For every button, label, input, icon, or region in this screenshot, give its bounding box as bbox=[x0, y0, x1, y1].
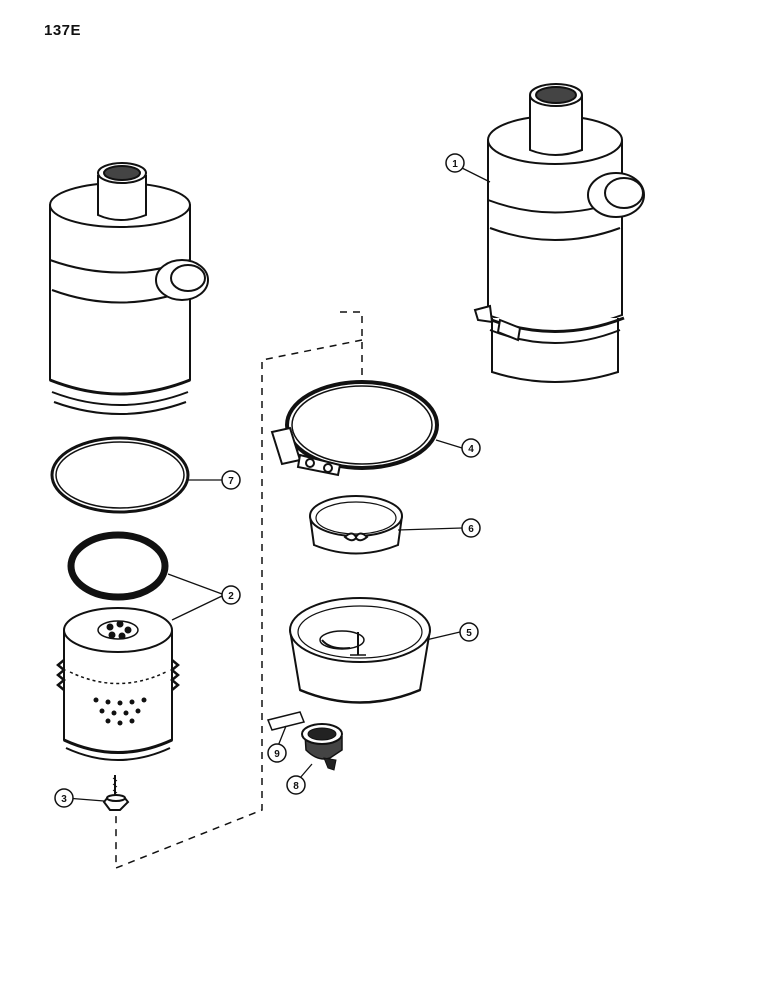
callout-9: 9 bbox=[267, 743, 287, 763]
dust-valve bbox=[301, 723, 343, 771]
svg-text:7: 7 bbox=[228, 476, 234, 487]
svg-text:4: 4 bbox=[468, 444, 474, 455]
air-cleaner-assembly-right bbox=[473, 83, 645, 383]
inner-cup bbox=[309, 495, 403, 555]
assembly-dashed-line bbox=[115, 311, 363, 870]
callout-8: 8 bbox=[286, 775, 306, 795]
svg-text:5: 5 bbox=[466, 628, 472, 639]
svg-text:1: 1 bbox=[452, 159, 458, 170]
svg-text:2: 2 bbox=[228, 591, 234, 602]
leader-lines bbox=[65, 167, 491, 802]
filter-gasket bbox=[67, 531, 169, 601]
page-number: 137E bbox=[44, 22, 82, 39]
svg-text:9: 9 bbox=[274, 749, 280, 760]
filter-element bbox=[56, 607, 180, 761]
callout-5: 5 bbox=[459, 622, 479, 642]
oil-cup bbox=[289, 597, 431, 704]
clamp bbox=[270, 380, 439, 477]
callout-7: 7 bbox=[221, 470, 241, 490]
filter-perforations bbox=[93, 697, 147, 726]
svg-text:6: 6 bbox=[468, 524, 474, 535]
seal-ring bbox=[50, 436, 190, 514]
callout-1: 1 bbox=[445, 153, 465, 173]
callout-3: 3 bbox=[54, 788, 74, 808]
svg-text:3: 3 bbox=[61, 794, 67, 805]
callout-4: 4 bbox=[461, 438, 481, 458]
callout-2: 2 bbox=[221, 585, 241, 605]
wing-nut bbox=[102, 775, 130, 811]
air-cleaner-body-left bbox=[49, 162, 209, 415]
callout-6: 6 bbox=[461, 518, 481, 538]
decal bbox=[266, 711, 306, 731]
svg-text:8: 8 bbox=[293, 781, 299, 792]
